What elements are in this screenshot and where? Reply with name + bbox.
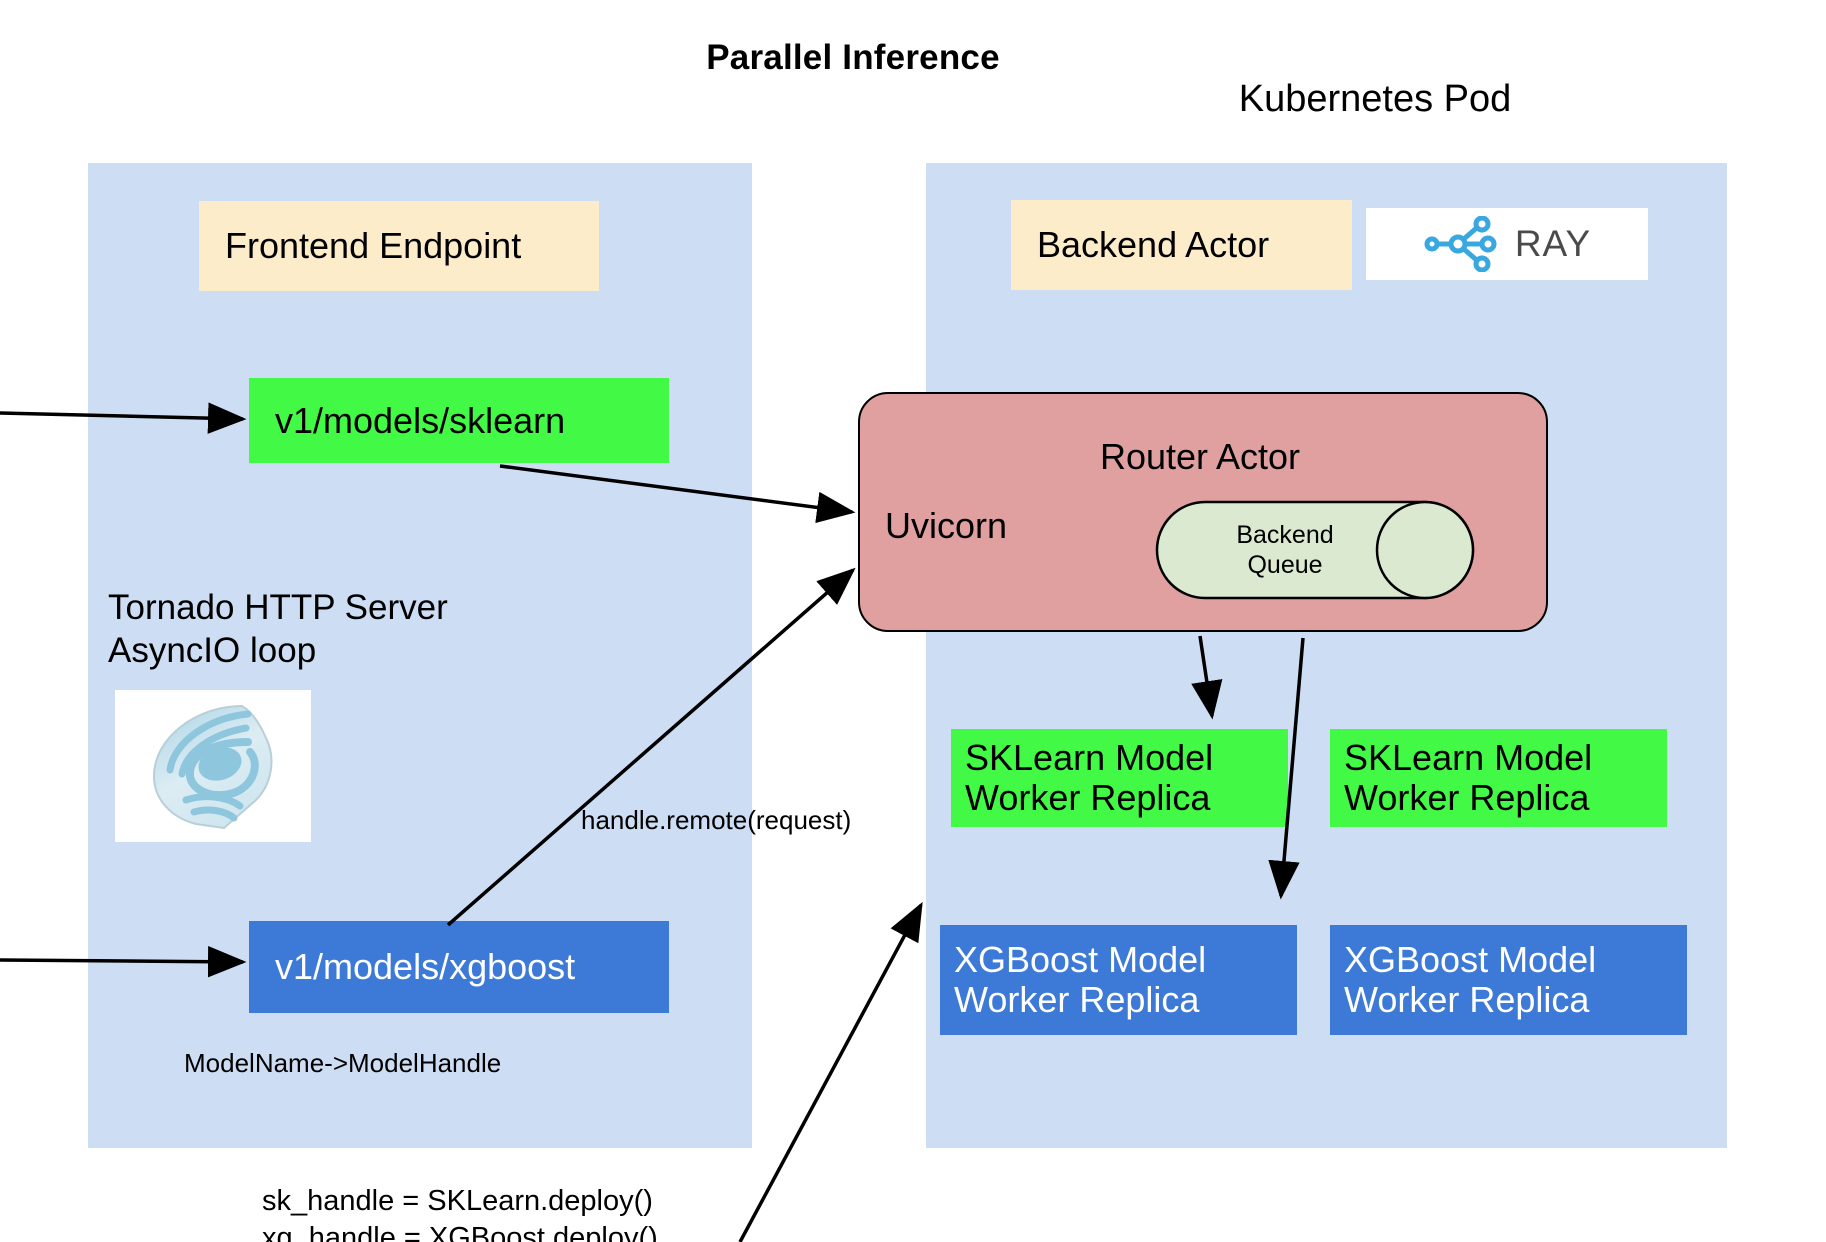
- worker-label-line1: SKLearn Model: [1344, 736, 1593, 778]
- route-box-sklearn[interactable]: v1/models/sklearn: [249, 378, 669, 463]
- route-label-sklearn: v1/models/sklearn: [275, 399, 566, 441]
- tornado-logo-card: [115, 690, 311, 842]
- frontend-endpoint-header: Frontend Endpoint: [199, 201, 599, 291]
- handle-remote-caption: handle.remote(request): [581, 805, 852, 835]
- router-actor-title: Router Actor: [1099, 436, 1301, 477]
- route-label-xgboost: v1/models/xgboost: [275, 946, 576, 987]
- worker-replica-sklearn-1: SKLearn Model Worker Replica: [951, 729, 1288, 827]
- backend-queue-cylinder: [1155, 500, 1475, 600]
- frontend-endpoint-label: Frontend Endpoint: [225, 225, 522, 266]
- tornado-server-caption: Tornado HTTP Server AsyncIO loop: [108, 587, 628, 672]
- deploy-code-caption: sk_handle = SKLearn.deploy() xg_handle =…: [262, 1185, 658, 1242]
- arrow-deploy-to-pod: [738, 901, 923, 1242]
- ray-logo-card: RAY: [1366, 208, 1648, 280]
- worker-label-line1: SKLearn Model: [965, 736, 1214, 778]
- worker-label-line2: Worker Replica: [1344, 979, 1590, 1020]
- worker-replica-xgboost-2: XGBoost Model Worker Replica: [1330, 925, 1687, 1035]
- page-title: Parallel Inference: [706, 38, 1000, 77]
- worker-label-line2: Worker Replica: [965, 777, 1211, 818]
- kubernetes-pod-title: Kubernetes Pod: [1238, 78, 1512, 120]
- ray-logo-icon: [1424, 216, 1497, 272]
- tornado-logo-icon: [152, 704, 273, 830]
- tornado-caption-line1: Tornado HTTP Server: [108, 588, 448, 627]
- uvicorn-label: Uvicorn: [885, 505, 1008, 546]
- cylinder-shape-icon: [1155, 500, 1475, 600]
- backend-queue-label: Backend Queue: [1190, 520, 1380, 580]
- worker-replica-xgboost-1: XGBoost Model Worker Replica: [940, 925, 1297, 1035]
- route-box-xgboost[interactable]: v1/models/xgboost: [249, 921, 669, 1013]
- backend-actor-header: Backend Actor: [1011, 200, 1352, 290]
- worker-label-line2: Worker Replica: [1344, 777, 1590, 818]
- worker-label-line1: XGBoost Model: [1344, 938, 1597, 980]
- worker-label-line1: XGBoost Model: [954, 938, 1207, 980]
- model-handle-mapping-caption: ModelName->ModelHandle: [184, 1048, 502, 1078]
- worker-label-line2: Worker Replica: [954, 979, 1200, 1020]
- ray-wordmark-label: RAY: [1514, 223, 1592, 264]
- worker-replica-sklearn-2: SKLearn Model Worker Replica: [1330, 729, 1667, 827]
- backend-queue-label-line2: Queue: [1247, 551, 1323, 579]
- backend-queue-label-line1: Backend: [1236, 521, 1334, 549]
- backend-actor-label: Backend Actor: [1037, 224, 1270, 265]
- tornado-caption-line2: AsyncIO loop: [108, 630, 317, 670]
